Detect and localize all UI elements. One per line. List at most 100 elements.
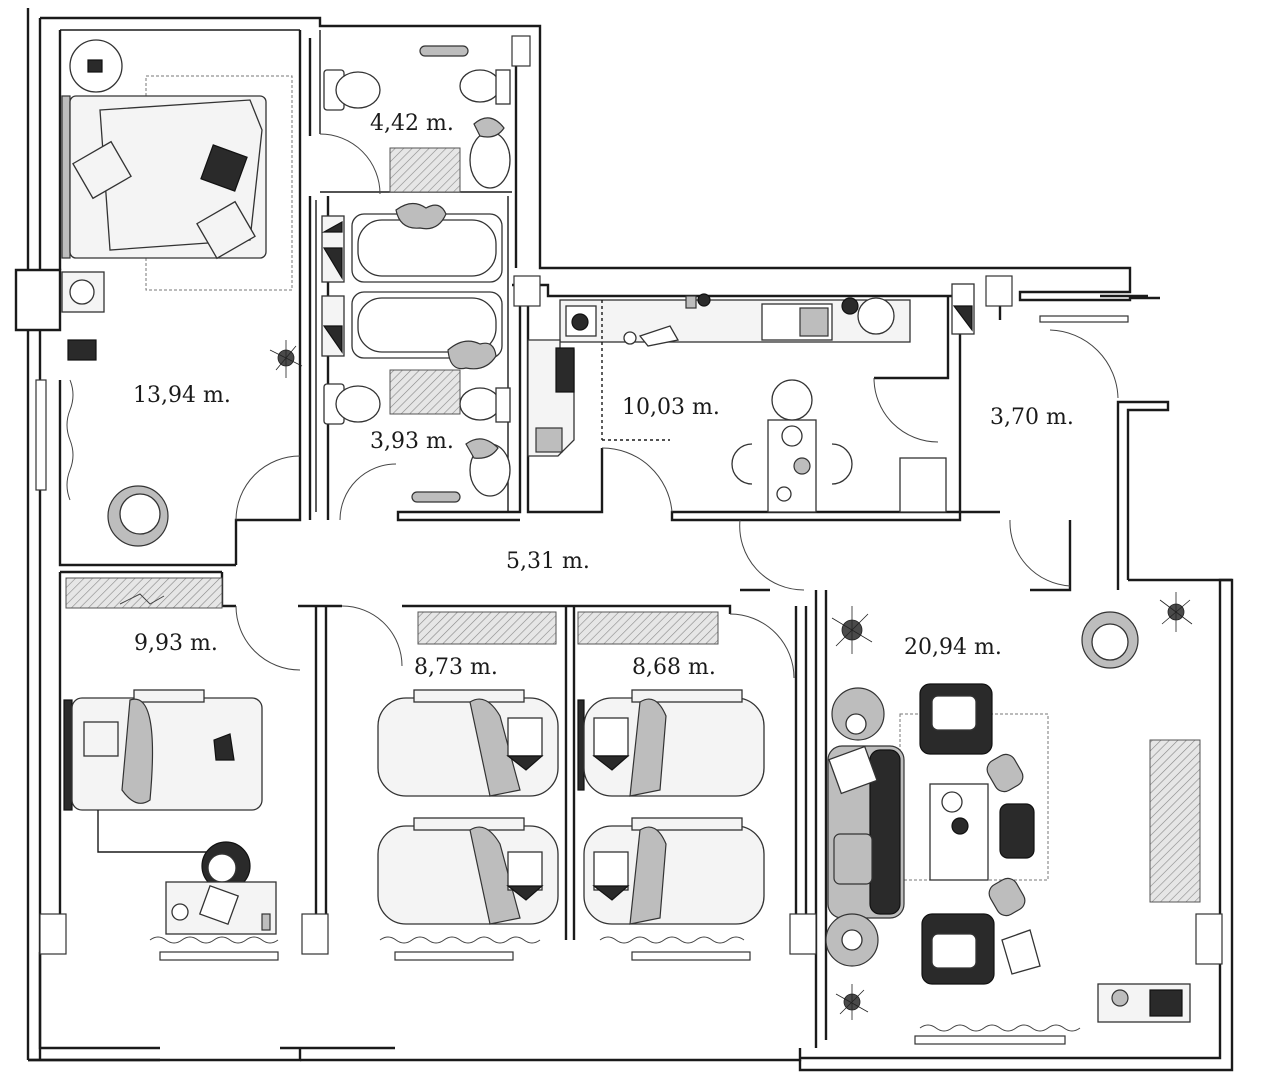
- appliance: [535, 427, 563, 453]
- tap-icon: [841, 297, 859, 315]
- oven-icon: [555, 347, 575, 393]
- bed-frame: [631, 689, 743, 703]
- towel: [395, 202, 447, 230]
- bed-frame: [133, 689, 205, 703]
- pouf-icon: [986, 753, 1024, 793]
- cabinet: [899, 457, 947, 513]
- chair-icon: [831, 443, 853, 485]
- lamp-icon: [69, 279, 95, 305]
- room-area-bathroom-2: 3,93 m.: [370, 429, 454, 454]
- room-area-living-room: 20,94 m.: [904, 635, 1002, 660]
- book-icon: [67, 339, 97, 361]
- door-swings: [235, 133, 1119, 679]
- blanket: [629, 826, 667, 925]
- curtain: [379, 936, 541, 944]
- book-icon: [1111, 989, 1129, 1007]
- wall-pier: [511, 35, 531, 67]
- pillow: [83, 721, 119, 757]
- ottoman-icon: [999, 803, 1035, 859]
- bed-frame: [413, 817, 525, 831]
- cushion: [833, 833, 873, 885]
- window: [1039, 315, 1129, 323]
- desk-chair-seat: [207, 853, 237, 883]
- cutting-board: [638, 325, 680, 347]
- pencil-cup-icon: [261, 913, 271, 931]
- entrance-fixtures: [899, 283, 975, 513]
- kitchen-fixtures: [527, 293, 911, 513]
- wardrobe: [577, 611, 719, 645]
- drainboard: [799, 307, 829, 337]
- bidet-icon: [459, 387, 501, 421]
- plate-icon: [781, 425, 803, 447]
- towel-rail: [411, 491, 461, 503]
- room-area-kitchen: 10,03 m.: [622, 395, 720, 420]
- curtain: [149, 936, 279, 944]
- armchair-seat: [931, 933, 977, 969]
- window: [914, 1035, 1066, 1045]
- sofa-back: [869, 749, 901, 915]
- bathtub-basin: [357, 297, 497, 353]
- bathroom-1-fixtures: [321, 45, 511, 283]
- wall-pier: [985, 275, 1013, 307]
- sideboard: [1149, 739, 1201, 903]
- plant-icon: [1159, 592, 1193, 632]
- stove-burner: [571, 313, 589, 331]
- armchair-seat: [931, 695, 977, 731]
- window: [35, 379, 47, 491]
- wardrobe: [417, 611, 557, 645]
- window: [631, 951, 751, 961]
- bedroom-twin-1-furniture: [377, 611, 559, 944]
- room-area-master-bedroom: 13,94 m.: [133, 383, 231, 408]
- bath-mat: [389, 369, 461, 415]
- pillow-shadow: [592, 755, 630, 771]
- curtain: [66, 379, 74, 501]
- toiletries-icon: [321, 220, 343, 281]
- magazine-rack: [1001, 929, 1041, 975]
- bedroom-single-furniture: [63, 577, 279, 944]
- pouf-icon: [988, 877, 1026, 917]
- plant-icon: [831, 606, 873, 654]
- room-area-entrance: 3,70 m.: [990, 405, 1074, 430]
- notebook-icon: [198, 884, 240, 926]
- bed-frame: [631, 817, 743, 831]
- cushion: [828, 745, 878, 795]
- plate-icon: [776, 486, 792, 502]
- pillow: [507, 717, 543, 757]
- windows: [35, 315, 1129, 1045]
- chair-icon: [731, 443, 753, 485]
- armchair-seat: [1091, 623, 1129, 661]
- pillow-shadow: [506, 885, 544, 901]
- book-icon: [1149, 989, 1183, 1017]
- master-bedroom-furniture: [61, 39, 303, 547]
- sketch-mark: [119, 593, 165, 605]
- cup-icon: [623, 331, 637, 345]
- window: [159, 951, 279, 961]
- lamp-icon: [87, 59, 103, 73]
- curtain: [599, 936, 745, 944]
- plant-icon: [269, 340, 303, 378]
- lamp-icon: [841, 929, 863, 951]
- room-area-bedroom-twin-2: 8,68 m.: [632, 655, 716, 680]
- plate-icon: [941, 791, 963, 813]
- cushion: [213, 733, 235, 761]
- cushion: [200, 144, 248, 192]
- wardrobe: [65, 577, 223, 609]
- towel-rail: [419, 45, 469, 57]
- bidet-icon: [459, 69, 501, 103]
- toilet-icon: [335, 385, 381, 423]
- chair-icon: [771, 379, 813, 421]
- pillow: [507, 851, 543, 891]
- lamp-icon: [171, 903, 189, 921]
- towel: [465, 438, 499, 459]
- room-area-bedroom-single: 9,93 m.: [134, 631, 218, 656]
- sink-icon: [469, 131, 511, 189]
- pillow-shadow: [506, 755, 544, 771]
- curtain: [919, 1024, 1081, 1032]
- wall-pier: [1195, 913, 1223, 965]
- room-area-bathroom-1: 4,42 m.: [370, 111, 454, 136]
- tap-icon: [697, 293, 711, 307]
- headboard: [61, 95, 71, 259]
- living-room-furniture: [825, 592, 1201, 1032]
- tile-icon: [685, 295, 697, 309]
- pillow-shadow: [592, 885, 630, 901]
